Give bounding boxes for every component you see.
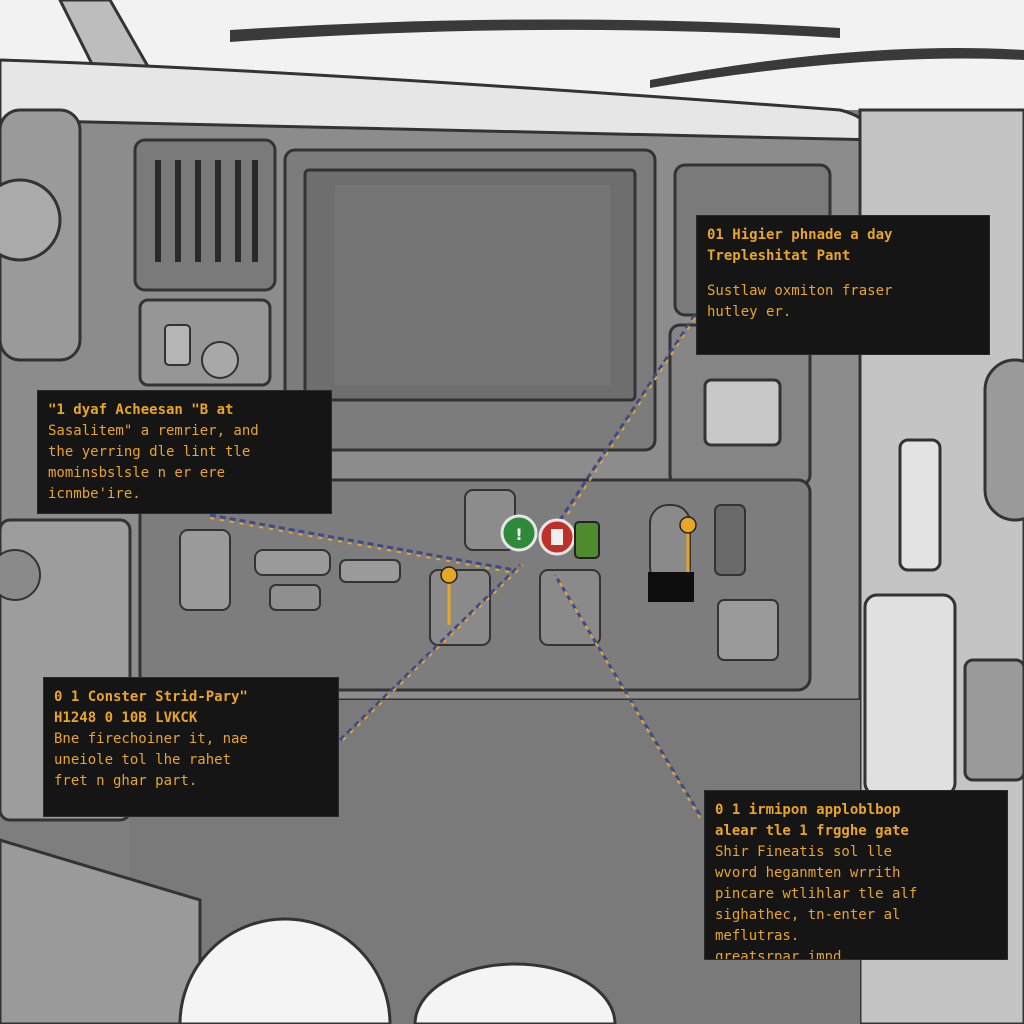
button-block-icon xyxy=(717,599,779,661)
callout-body: Bne firechoiner it, nae xyxy=(54,731,248,747)
callout-left-upper: "1 dyaf Acheesan "B at Sasalitem" a remr… xyxy=(37,390,332,514)
callout-title: 01 Higier phnade a day xyxy=(707,227,893,243)
display-inner xyxy=(335,185,610,385)
callout-body: Sasalitem" a remrier, and xyxy=(48,423,259,439)
cup-holder-icon xyxy=(413,962,617,1024)
callout-body: Shir Fineatis sol lle xyxy=(715,844,893,860)
callout-title: 0 1 irmipon apploblbop xyxy=(715,802,901,818)
callout-body: pincare wtlihlar tle alf xyxy=(715,886,918,902)
door-pocket xyxy=(863,593,957,797)
wiper-right xyxy=(650,48,1024,88)
black-tag-icon xyxy=(648,572,694,602)
callout-body: meflutras. xyxy=(715,928,800,944)
callout-body: sighathec, tn-enter al xyxy=(715,907,901,923)
callout-title: 0 1 Conster Strid-Pary" xyxy=(54,689,248,705)
slot-icon xyxy=(714,504,746,576)
switch-icon xyxy=(164,324,191,366)
red-stop-button-icon[interactable] xyxy=(538,518,576,556)
left-switch-panel xyxy=(138,298,272,387)
seat-edge xyxy=(0,838,202,1024)
door-switch-icon xyxy=(963,658,1024,782)
callout-body: icnmbe'ire. xyxy=(48,486,141,502)
callout-bottom-right: 0 1 irmipon apploblbop alear tle 1 frggh… xyxy=(704,790,1008,960)
svg-text:!: ! xyxy=(515,525,522,544)
callout-body: hutley er. xyxy=(707,304,792,320)
callout-title: alear tle 1 frgghe gate xyxy=(715,823,909,839)
gauge-icon xyxy=(0,178,62,262)
knob-icon xyxy=(201,341,239,379)
callout-title: "1 dyaf Acheesan "B at xyxy=(48,402,234,418)
control-knob-icon xyxy=(179,529,231,611)
leader-lines-accent xyxy=(209,317,701,819)
leader-line-left-upper xyxy=(209,513,516,572)
vent-slats xyxy=(155,160,258,262)
door-handle-icon xyxy=(898,438,942,572)
switch-block-icon xyxy=(429,569,491,646)
callout-body: fret n ghar part. xyxy=(54,773,198,789)
climate-slider-icon xyxy=(254,549,331,576)
callout-body: qreatsrpar imnd. xyxy=(715,949,850,960)
leader-line-top-right xyxy=(558,314,697,521)
callout-top-right: 01 Higier phnade a day Trepleshitat Pant… xyxy=(696,215,990,355)
hazard-switch-icon xyxy=(703,378,782,447)
speaker-icon xyxy=(983,358,1024,522)
callout-body: the yerring dle lint tle xyxy=(48,444,251,460)
climate-button-icon xyxy=(269,584,321,611)
climate-button-icon xyxy=(339,559,401,583)
callout-body: mominsbslsle n er ere xyxy=(48,465,226,481)
cup-holder-icon xyxy=(178,917,392,1024)
leader-line-left-lower xyxy=(338,563,522,742)
knob-icon xyxy=(0,549,41,601)
callout-body: wvord heganmten wrrith xyxy=(715,865,901,881)
green-module-icon xyxy=(574,521,600,559)
callout-body: uneiole tol lhe rahet xyxy=(54,752,232,768)
green-power-button-icon[interactable]: ! xyxy=(500,514,538,552)
callout-title: H1248 0 10B LVKCK xyxy=(54,710,198,726)
orange-pin-icon[interactable] xyxy=(679,516,697,572)
callout-left-lower: 0 1 Conster Strid-Pary" H1248 0 10B LVKC… xyxy=(43,677,339,817)
callout-body: Sustlaw oxmiton fraser xyxy=(707,283,893,299)
wiper-bar xyxy=(230,19,840,42)
callout-title: Trepleshitat Pant xyxy=(707,248,851,264)
orange-pin-icon[interactable] xyxy=(440,566,458,625)
